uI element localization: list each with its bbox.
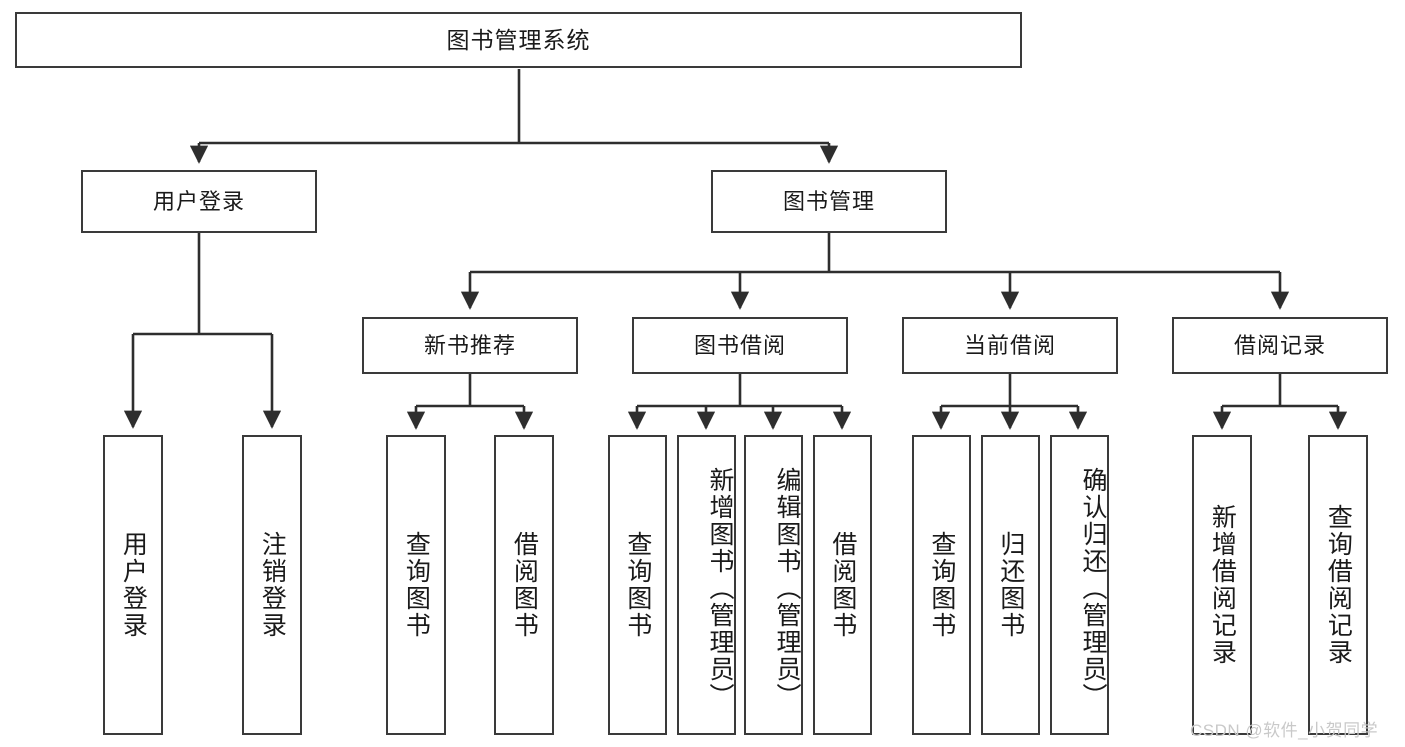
node-label: 查询图书 <box>927 531 956 639</box>
node-label: 编辑图书（管理员） <box>773 466 801 710</box>
leaf-borrow-record-add-record[interactable]: 新增借阅记录 <box>1192 435 1252 735</box>
node-label: 借阅图书 <box>828 531 857 639</box>
node-label: 用户登录 <box>152 188 245 214</box>
node-book-management[interactable]: 图书管理 <box>711 170 947 233</box>
node-label: 查询图书 <box>402 531 431 639</box>
node-label: 查询借阅记录 <box>1324 504 1353 666</box>
node-label: 注销登录 <box>258 531 287 639</box>
node-label: 新增借阅记录 <box>1208 504 1237 666</box>
node-label: 用户登录 <box>119 531 148 639</box>
leaf-book-borrow-borrow-book[interactable]: 借阅图书 <box>813 435 872 735</box>
node-user-login[interactable]: 用户登录 <box>81 170 317 233</box>
csdn-watermark: CSDN @软件_小贺同学 <box>1190 721 1379 740</box>
node-label: 确认归还（管理员） <box>1079 466 1107 710</box>
node-label: 新增图书（管理员） <box>706 466 734 710</box>
node-label: 当前借阅 <box>963 332 1056 358</box>
leaf-new-book-query-book[interactable]: 查询图书 <box>386 435 446 735</box>
node-label: 新书推荐 <box>423 332 516 358</box>
leaf-user-login-login[interactable]: 用户登录 <box>103 435 163 735</box>
node-label: 图书管理 <box>782 188 875 214</box>
node-current-borrow[interactable]: 当前借阅 <box>902 317 1118 374</box>
leaf-current-borrow-confirm-return-admin[interactable]: 确认归还（管理员） <box>1050 435 1109 735</box>
node-new-book-recommend[interactable]: 新书推荐 <box>362 317 578 374</box>
leaf-book-borrow-query-book[interactable]: 查询图书 <box>608 435 667 735</box>
leaf-current-borrow-return-book[interactable]: 归还图书 <box>981 435 1040 735</box>
leaf-book-borrow-edit-book-admin[interactable]: 编辑图书（管理员） <box>744 435 803 735</box>
leaf-borrow-record-query-record[interactable]: 查询借阅记录 <box>1308 435 1368 735</box>
leaf-current-borrow-query-book[interactable]: 查询图书 <box>912 435 971 735</box>
node-label: 查询图书 <box>623 531 652 639</box>
node-label: 借阅记录 <box>1233 332 1326 358</box>
leaf-book-borrow-add-book-admin[interactable]: 新增图书（管理员） <box>677 435 736 735</box>
node-label: 归还图书 <box>996 531 1025 639</box>
node-label: 图书管理系统 <box>446 26 591 53</box>
node-label: 图书借阅 <box>693 332 786 358</box>
node-label: 借阅图书 <box>510 531 539 639</box>
leaf-new-book-borrow-book[interactable]: 借阅图书 <box>494 435 554 735</box>
node-root-book-management-system[interactable]: 图书管理系统 <box>15 12 1022 68</box>
leaf-user-login-logout[interactable]: 注销登录 <box>242 435 302 735</box>
node-borrow-record[interactable]: 借阅记录 <box>1172 317 1388 374</box>
node-book-borrow[interactable]: 图书借阅 <box>632 317 848 374</box>
